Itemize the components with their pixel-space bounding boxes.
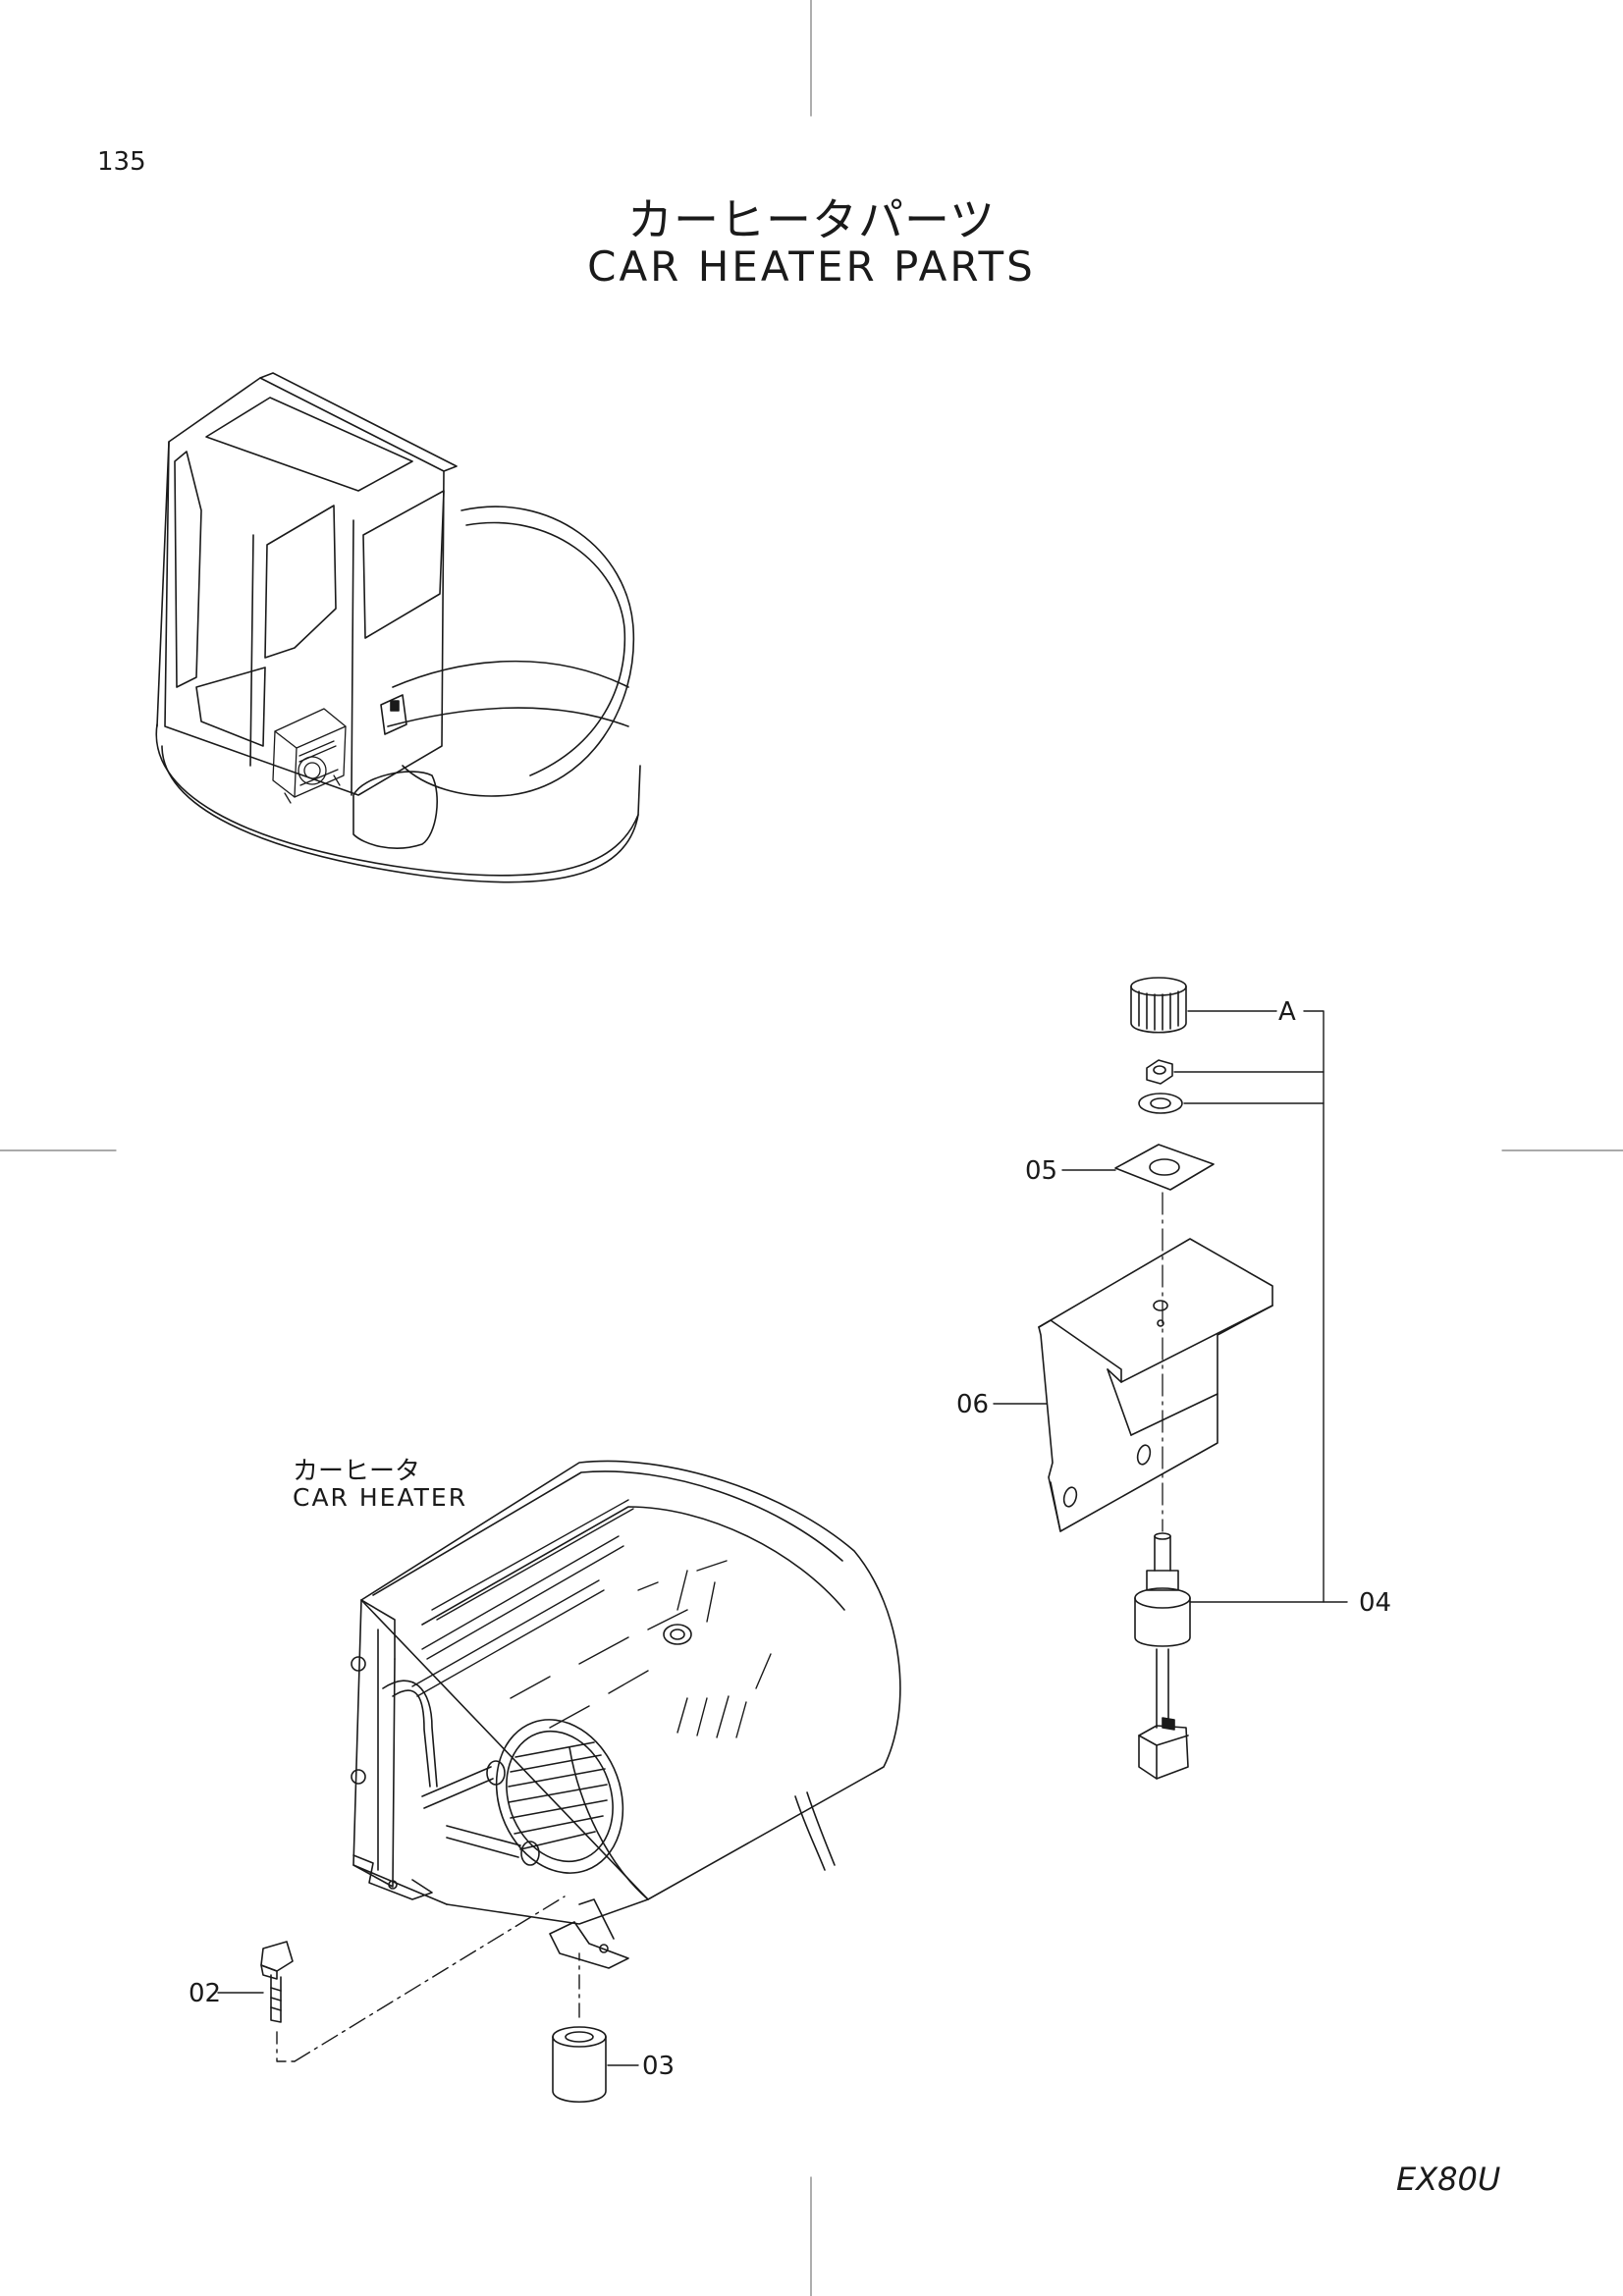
callout-03: 03 [642, 2052, 676, 2081]
model-code: EX80U [1396, 2161, 1501, 2198]
section-title-japanese: カーヒータ [293, 1457, 421, 1486]
leader-lines-heater [218, 1896, 638, 2065]
callout-a: A [1278, 997, 1296, 1027]
callout-06: 06 [956, 1390, 990, 1419]
leader-lines-assembly [994, 1011, 1347, 1602]
callout-05: 05 [1025, 1156, 1058, 1186]
excavator-overview [156, 373, 640, 882]
car-heater-unit [352, 1461, 900, 1968]
part-02-bolt [261, 1942, 293, 2022]
page-number: 135 [97, 147, 146, 177]
part-03-spacer [553, 2027, 606, 2102]
page-title-japanese: カーヒータパーツ [626, 193, 997, 246]
cab-control-highlight [381, 695, 406, 734]
section-title-english: CAR HEATER [293, 1483, 468, 1512]
part-04-switch [1135, 1533, 1190, 1779]
part-knob-assembly [1115, 978, 1214, 1190]
callout-02: 02 [189, 1979, 222, 2008]
page-title-english: CAR HEATER PARTS [587, 242, 1036, 291]
cab-heater-highlight [273, 709, 346, 803]
part-06-bracket [1039, 1239, 1272, 1531]
callout-04: 04 [1359, 1588, 1392, 1618]
